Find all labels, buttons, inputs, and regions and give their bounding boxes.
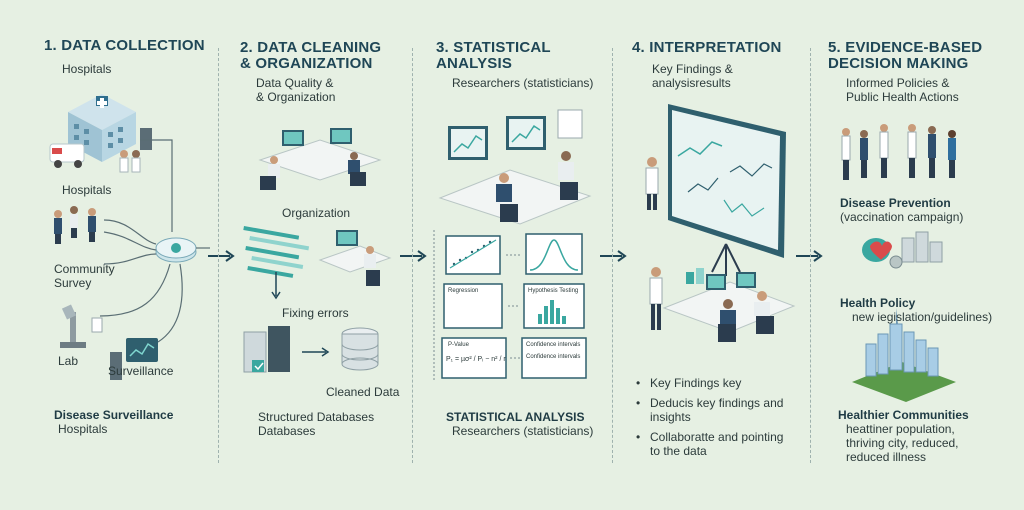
decision-item-3-title: Healthier Communities xyxy=(838,408,969,422)
flow-arrow-3 xyxy=(600,250,627,262)
label-organization: Organization xyxy=(282,206,351,220)
step1-title: 1. DATA COLLECTION xyxy=(44,37,205,54)
divider-1 xyxy=(218,48,219,463)
label-community-survey: Community Survey xyxy=(54,262,115,290)
officials-group-icon xyxy=(841,124,956,180)
panel-regression-label: Regression xyxy=(448,288,479,294)
step1-illustration xyxy=(49,94,210,380)
step3-title: 3. STATISTICAL ANALYSIS xyxy=(436,39,551,72)
confidence-panel xyxy=(521,337,587,379)
step4-illustration xyxy=(645,104,796,342)
hypothesis-panel xyxy=(523,283,585,329)
step2-title: 2. DATA CLEANING & ORGANIZATION xyxy=(240,39,382,72)
step4-bullet-3: Collaboratte and pointing to the data xyxy=(650,430,784,458)
server-icon xyxy=(140,128,152,150)
decision-item-3-desc: heattiner population, thriving city, red… xyxy=(846,422,959,464)
step5-illustration xyxy=(841,124,956,402)
pvalue-panel xyxy=(441,337,507,379)
research-desk-icon xyxy=(438,109,592,225)
step4-bullet-marker-2: • xyxy=(636,396,641,410)
database-servers-icon xyxy=(243,326,290,373)
microscope-icon xyxy=(60,304,103,348)
label-cleaned-data: Cleaned Data xyxy=(326,385,400,399)
step1-footer-line2: Hospitals xyxy=(58,422,108,436)
flow-arrow-2 xyxy=(400,250,427,262)
distribution-panel xyxy=(525,233,583,275)
step3-footer-line2: Researchers (statisticians) xyxy=(452,424,594,438)
step4-bullet-1: Key Findings key xyxy=(650,376,742,390)
step4-bullet-marker-1: • xyxy=(636,376,641,390)
step4-subtitle: Key Findings & analysisresults xyxy=(652,62,733,90)
step5-title: 5. EVIDENCE-BASED DECISION MAKING xyxy=(828,39,983,72)
step1-footer-line1: Disease Surveillance xyxy=(54,408,174,422)
step2-footer-line2: Databases xyxy=(258,424,316,438)
ambulance-icon xyxy=(49,143,85,168)
label-lab: Lab xyxy=(58,354,79,368)
decision-item-1-title: Disease Prevention xyxy=(840,196,951,210)
regression-table-panel xyxy=(443,283,503,329)
clean-database-icon xyxy=(341,327,379,371)
panel-confidence-label-1: Confidence intervals xyxy=(526,342,581,348)
step2-subtitle: Data Quality & & Organization xyxy=(256,76,336,104)
label-hospitals: Hospitals xyxy=(62,183,112,197)
flow-arrow-1 xyxy=(208,250,235,262)
step3-footer-line1: STATISTICAL ANALYSIS xyxy=(446,410,585,424)
step4-title: 4. INTERPRETATION xyxy=(632,39,782,56)
decision-item-2-title: Health Policy xyxy=(840,296,916,310)
presentation-screen-icon xyxy=(668,104,786,276)
regression-panel xyxy=(445,235,501,275)
divider-3 xyxy=(612,48,613,463)
team-meeting-icon xyxy=(649,267,796,342)
hospital-icon xyxy=(68,94,136,162)
people-icon xyxy=(54,206,96,244)
decision-item-2-desc: new iegislation/guidelines) xyxy=(852,310,993,324)
step2-footer-line1: Structured Databases xyxy=(258,410,375,424)
divider-2 xyxy=(412,48,413,463)
divider-4 xyxy=(810,48,811,463)
step3-subtitle: Researchers (statisticians) xyxy=(452,76,594,90)
doctors-icon xyxy=(119,150,141,173)
panel-pvalue-label: P-Value xyxy=(448,342,469,348)
label-fixing-errors: Fixing errors xyxy=(282,306,349,320)
health-policy-icon xyxy=(862,231,943,269)
workstations-icon xyxy=(258,128,382,190)
step3-illustration xyxy=(433,109,592,380)
city-icon xyxy=(852,308,956,402)
monitor-icon xyxy=(110,338,158,380)
step2-illustration xyxy=(243,128,392,373)
label-surveillance: Surveillance xyxy=(108,364,174,378)
panel-formula: P₁ = µσ² / Pᵢ − n² / r xyxy=(446,356,506,363)
step4-bullet-marker-3: • xyxy=(636,430,641,444)
step5-subtitle: Informed Policies & Public Health Action… xyxy=(846,76,959,104)
step1-subtitle: Hospitals xyxy=(62,62,112,76)
analyst-desk-icon xyxy=(318,230,392,286)
presenter-icon xyxy=(645,157,659,210)
data-stream-icon xyxy=(243,225,310,278)
flow-arrow-4 xyxy=(796,250,823,262)
decision-item-1-desc: (vaccination campaign) xyxy=(840,210,964,224)
step4-bullet-2: Deducis key findings and insights xyxy=(650,396,784,424)
data-hub-icon xyxy=(155,237,197,263)
panel-hypothesis-label: Hypothesis Testing xyxy=(528,288,579,294)
panel-confidence-label-2: Confidence intervals xyxy=(526,354,581,360)
